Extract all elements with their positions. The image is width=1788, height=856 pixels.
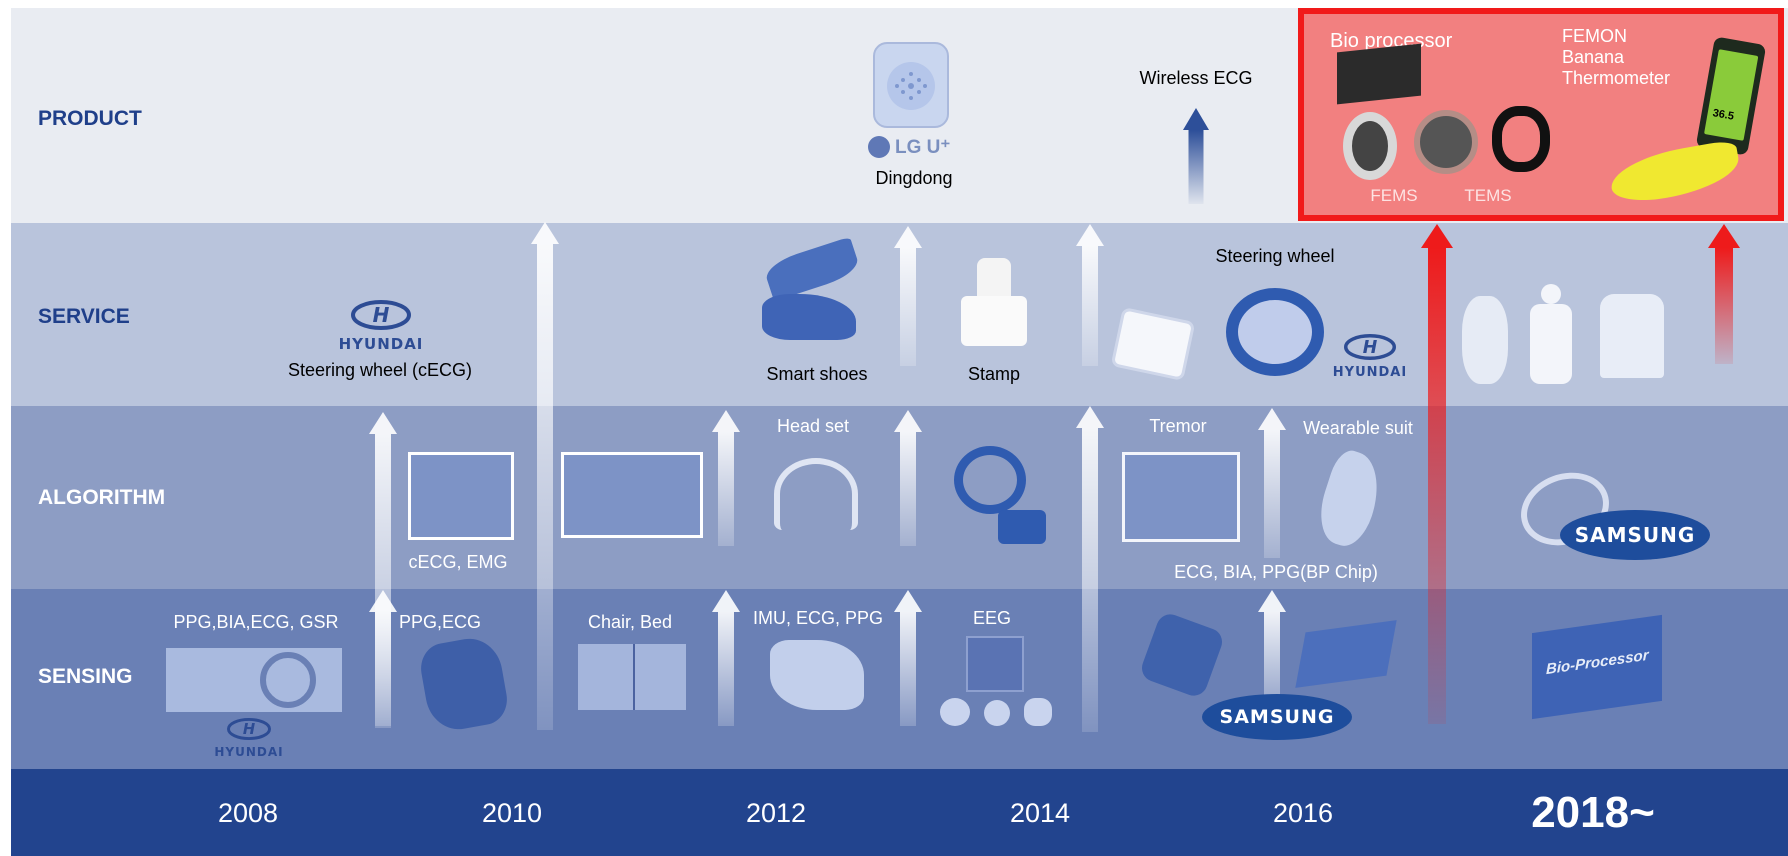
year-2014: 2014 [1009, 798, 1071, 828]
smart-shoes-label: Smart shoes [766, 364, 868, 384]
eeg-label: EEG [972, 608, 1012, 628]
steering-wheel-label: Steering wheel [1215, 246, 1335, 266]
svg-text:H: H [1363, 338, 1378, 358]
imu-sensor-image [770, 640, 864, 710]
eeg-electrode-3 [1024, 698, 1052, 726]
wireless-ecg-label: Wireless ECG [1139, 68, 1253, 88]
car-seat-photo [408, 452, 514, 540]
head-set-image [774, 458, 858, 530]
eeg-electrode-2 [984, 700, 1010, 726]
arrow-sensing-up-2015 [1257, 590, 1287, 718]
tems-label: TEMS [1464, 186, 1512, 205]
row-label-product: PRODUCT [38, 107, 142, 130]
arrow-algo-to-service-2015 [1257, 408, 1287, 558]
year-band [11, 769, 1788, 856]
head-set-label: Head set [776, 416, 850, 436]
row-label-service: SERVICE [38, 305, 130, 328]
fems-watch-image [1343, 112, 1397, 180]
knee-brace-image [1462, 296, 1508, 384]
year-2012: 2012 [745, 798, 807, 828]
eeg-chip-image [966, 636, 1024, 692]
fems-watch-metal-image [1414, 110, 1478, 174]
wearable-suit-label: Wearable suit [1303, 418, 1413, 438]
samsung-logo-sensing: SAMSUNG [1202, 694, 1352, 740]
cecg-emg-label: cECG, EMG [408, 552, 508, 572]
lg-uplus-icon [868, 136, 890, 158]
body-suit-image [1516, 284, 1586, 384]
algorithm-band [11, 406, 1788, 589]
hyundai-logo-text-3: HYUNDAI [214, 745, 284, 759]
samsung-logo-algorithm: SAMSUNG [1560, 510, 1710, 560]
arrow-algo-to-service-2011 [711, 410, 741, 546]
steering-wheel-algo-image [954, 446, 1026, 514]
row-label-sensing: SENSING [38, 665, 133, 688]
ankle-device-image [1600, 294, 1664, 378]
chair-bed-image [578, 644, 686, 710]
dingdong-speaker-image [873, 42, 949, 128]
lg-uplus-logo-text: LG U⁺ [895, 137, 951, 158]
hyundai-logo-text-2: HYUNDAI [1332, 365, 1408, 380]
arrow-red-2018 [1707, 224, 1741, 364]
arrow-long-2010 [530, 222, 560, 730]
dingdong-label: Dingdong [875, 168, 953, 188]
bio-processor-board-image: Bio-Processor [1532, 614, 1662, 720]
hyundai-logo-sensing: H HYUNDAI [214, 718, 284, 759]
tems-band-image [1492, 106, 1550, 172]
ppg-bia-ecg-gsr-label: PPG,BIA,ECG, GSR [173, 612, 339, 632]
year-2010: 2010 [481, 798, 543, 828]
arrow-red-2016 [1420, 224, 1454, 724]
arrow-algo-to-service-2013 [893, 410, 923, 546]
smart-shoes-image [762, 294, 856, 340]
bio-processor-chip-image [1337, 43, 1421, 105]
year-2018: 2018~ [1531, 788, 1655, 837]
stamp-device-image [959, 258, 1029, 348]
arrow-sensing-up-2011 [711, 590, 741, 726]
year-2016: 2016 [1272, 798, 1334, 828]
steering-wheel-image [1226, 288, 1324, 376]
hyundai-logo-service: H HYUNDAI [338, 300, 424, 353]
imu-ecg-ppg-label: IMU, ECG, PPG [752, 608, 884, 628]
ecg-bia-ppg-label: ECG, BIA, PPG(BP Chip) [1174, 562, 1378, 582]
arrow-long-2014 [1075, 406, 1105, 732]
ppg-ecg-label: PPG,ECG [398, 612, 482, 632]
ecg-module-image [998, 510, 1046, 544]
hyundai-logo-text: HYUNDAI [338, 335, 424, 353]
steering-sensor-image [166, 648, 342, 712]
banana-label: Banana [1562, 47, 1625, 67]
arrow-service-to-product-2014 [1075, 224, 1105, 366]
tremor-device-photo [1122, 452, 1240, 542]
year-2008: 2008 [217, 798, 279, 828]
hyundai-logo-service-2: H HYUNDAI [1332, 334, 1408, 380]
svg-text:H: H [243, 721, 255, 738]
bio-processor-label: Bio processor [1330, 30, 1453, 52]
femon-label: FEMON [1562, 26, 1627, 46]
fems-label: FEMS [1370, 186, 1418, 205]
arrow-service-to-product-2013 [893, 226, 923, 366]
chairs-photo [561, 452, 703, 538]
thermometer-label: Thermometer [1562, 68, 1671, 88]
svg-text:H: H [373, 303, 390, 327]
stamp-label: Stamp [967, 364, 1021, 384]
steering-cecg-label: Steering wheel (cECG) [287, 360, 473, 380]
tremor-label: Tremor [1149, 416, 1207, 436]
row-label-algorithm: ALGORITHM [38, 486, 166, 509]
arrow-sensing-up-2013 [893, 590, 923, 726]
bio-processor-board-text: Bio-Processor [1546, 646, 1649, 679]
arrow-wireless-ecg [1182, 108, 1210, 204]
eeg-electrode-1 [940, 698, 970, 726]
chair-bed-label: Chair, Bed [587, 612, 673, 632]
arrow-sensing-up-2009 [368, 590, 398, 726]
